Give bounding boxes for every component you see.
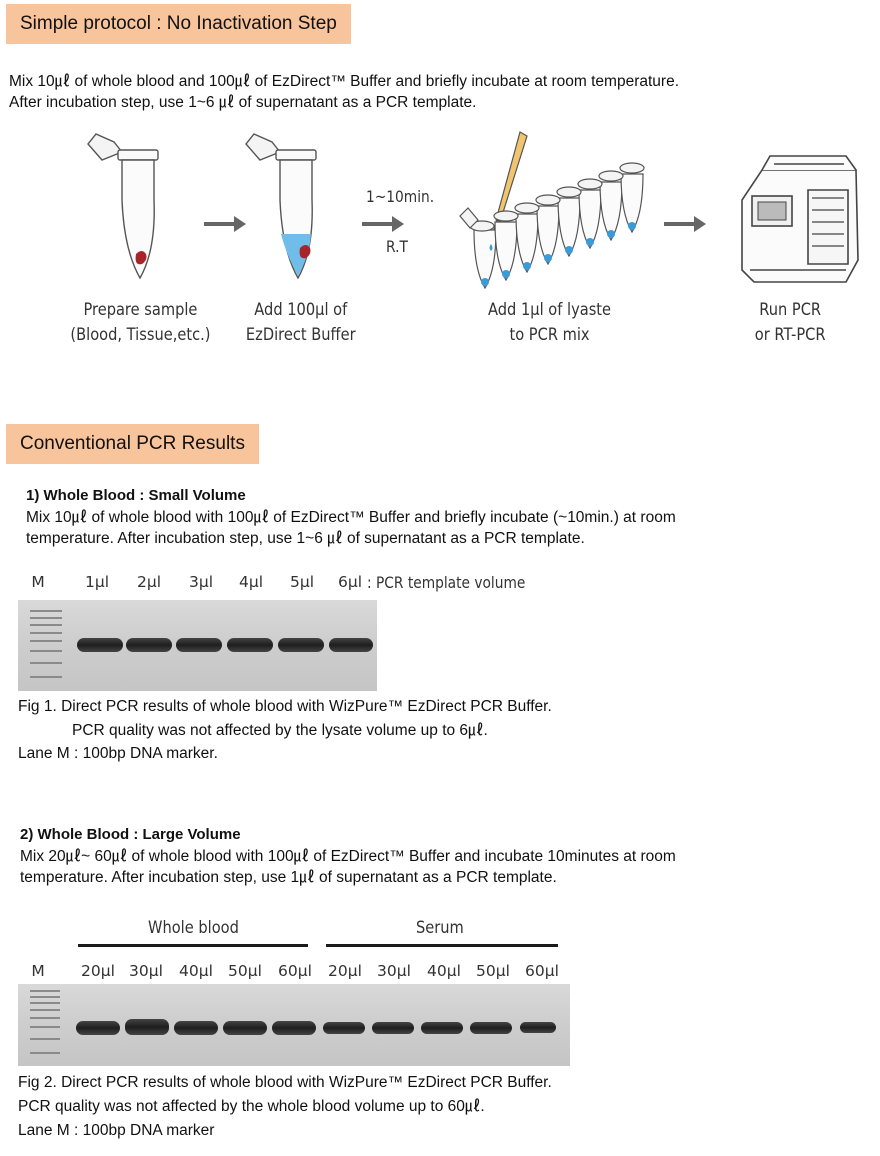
pcr-machine-icon (741, 155, 859, 283)
gel-image-1 (18, 600, 377, 691)
group-bar-serum (326, 944, 558, 947)
fig-1-caption-3: Lane M : 100bp DNA marker. (18, 745, 218, 762)
step-1-label: Prepare sample(Blood, Tissue,etc.) (69, 300, 211, 345)
protocol-line-1: Mix 10㎕ of whole blood and 100㎕ of EzDir… (9, 73, 680, 90)
fig-2-caption-3: Lane M : 100bp DNA marker (18, 1122, 215, 1139)
lane-label: M (31, 962, 45, 980)
arrow-3-icon (664, 216, 706, 232)
protocol-banner: Simple protocol : No Inactivation Step (6, 4, 351, 44)
fig-2-caption-2: PCR quality was not affected by the whol… (18, 1098, 485, 1115)
section-2-heading: 2) Whole Blood : Large Volume (20, 826, 241, 843)
gel-band (329, 638, 373, 652)
fig-2-caption-1: Fig 2. Direct PCR results of whole blood… (18, 1074, 552, 1091)
arrow-1-icon (204, 216, 246, 232)
group-label-whole-blood: Whole blood (148, 918, 239, 938)
lane-label: 6µl (337, 573, 363, 591)
fig-1-caption-2: PCR quality was not affected by the lysa… (72, 722, 488, 739)
gel-band (372, 1022, 414, 1034)
sample-tube-icon (87, 133, 159, 280)
gel-band (470, 1022, 512, 1034)
section-1-line-1: Mix 10㎕ of whole blood with 100㎕ of EzDi… (26, 509, 676, 526)
gel-band (76, 1021, 120, 1035)
gel-band (421, 1022, 463, 1034)
arrow-2-icon (362, 216, 404, 232)
gel-band (278, 638, 324, 652)
lane-label: 50µl (476, 962, 510, 980)
gel-band (176, 638, 222, 652)
lane-label: 20µl (81, 962, 115, 980)
protocol-line-2: After incubation step, use 1~6 ㎕ of supe… (9, 94, 477, 111)
section-2-line-1: Mix 20㎕~ 60㎕ of whole blood with 100㎕ of… (20, 848, 676, 865)
gel-band (174, 1021, 218, 1035)
lane-label: 5µl (289, 573, 315, 591)
gel-band (223, 1021, 267, 1035)
section-2-line-2: temperature. After incubation step, use … (20, 869, 557, 886)
arrow-temp-label: R.T (386, 237, 408, 256)
gel-image-2 (18, 984, 570, 1066)
lane-label: 20µl (328, 962, 362, 980)
gel-1-lane-labels: M 1µl 2µl 3µl 4µl 5µl 6µl : PCR template… (0, 573, 880, 595)
gel-2-lane-labels: M 20µl 30µl 40µl 50µl 60µl 20µl 30µl 40µ… (0, 962, 880, 984)
fig-1-caption-1: Fig 1. Direct PCR results of whole blood… (18, 698, 552, 715)
lane-label: 2µl (136, 573, 162, 591)
gel-band (272, 1021, 316, 1035)
gel-band (520, 1022, 556, 1033)
buffer-tube-icon (245, 133, 317, 280)
protocol-illustration (87, 131, 859, 290)
lane-label: M (31, 573, 45, 591)
lane-label: 50µl (228, 962, 262, 980)
lane-label: 3µl (188, 573, 214, 591)
lane-label: 40µl (179, 962, 213, 980)
pcr-strip-icon (459, 131, 645, 290)
gel-band (126, 638, 172, 652)
group-label-serum: Serum (416, 918, 464, 938)
lane-label: 30µl (129, 962, 163, 980)
lane-label: 1µl (84, 573, 110, 591)
gel-band (323, 1022, 365, 1034)
gel-band (125, 1019, 169, 1035)
lane-label: 60µl (525, 962, 559, 980)
gel-band (77, 638, 123, 652)
section-1-line-2: temperature. After incubation step, use … (26, 530, 585, 547)
lane-label: 30µl (377, 962, 411, 980)
lane-label: 60µl (278, 962, 312, 980)
section-1-heading: 1) Whole Blood : Small Volume (26, 487, 246, 504)
group-bar-whole-blood (78, 944, 308, 947)
lane-label: 40µl (427, 962, 461, 980)
results-banner: Conventional PCR Results (6, 424, 259, 464)
lane-note: : PCR template volume (367, 573, 526, 592)
lane-label: 4µl (238, 573, 264, 591)
gel-band (227, 638, 273, 652)
arrow-time-label: 1~10min. (366, 187, 435, 206)
